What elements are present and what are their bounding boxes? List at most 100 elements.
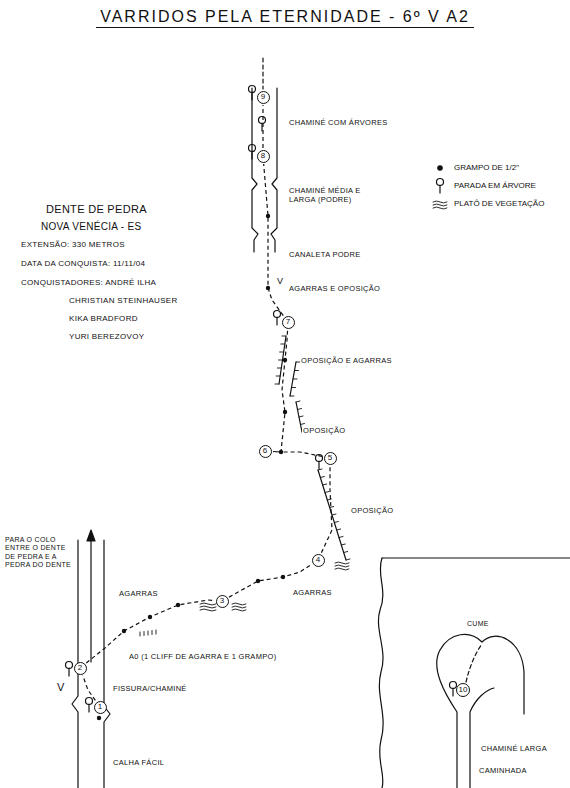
info-text: YURI BEREZOVOY [68,332,145,342]
drawing-stroke [337,529,341,530]
drawing-stroke [452,688,453,696]
pitch-note: CHAMINÉ MÉDIA E LARGA (PODRE) [288,186,368,204]
info-text: DATA DA CONQUISTA: 11/11/04 [20,259,146,269]
drawing-stroke [68,668,69,676]
route-exit [262,58,263,89]
bolt-dots [97,214,287,720]
legend-tree [437,179,444,194]
drawing-stroke [200,609,216,611]
info-heading: NOVA VENÉCIA - ES [40,221,143,233]
drawing-stroke [251,151,252,159]
pitch-note: FISSURA/CHAMINÉ [112,684,188,693]
drawing-stroke [299,416,303,417]
belay-number: 8 [257,150,270,163]
drawing-stroke [344,552,348,553]
drawing-stroke [327,499,331,500]
drawing-stroke [433,204,447,206]
drawing-stroke [335,562,349,564]
drawing-stroke [339,537,343,538]
grade-mark: V [276,276,284,287]
station-number: 1 [98,703,102,711]
station-number: 8 [261,152,265,160]
drawing-stroke [88,704,89,712]
approach-arrow [90,540,91,662]
drawing-stroke [251,92,252,100]
info-text: EXTENSÃO: 330 METROS [20,240,126,250]
drawing-stroke [232,606,246,608]
belay-number: 5 [324,452,337,465]
drawing-stroke [275,384,279,385]
drawing-stroke [276,376,280,377]
tree-anchors [66,86,457,713]
drawing-stroke [433,207,447,209]
station-number: 4 [316,556,320,564]
route-line [273,330,288,452]
inset-note: CHAMINÉ LARGA [480,744,548,753]
drawing-stroke [279,360,283,361]
legend-entry: PLATÔ DE VEGETAÇÃO [453,199,545,208]
pitch-note: AGARRAS E OPOSIÇÃO [288,284,381,293]
drawing-stroke [346,559,350,560]
drawing-stroke [97,716,101,720]
route-title: VARRIDOS PELA ETERNIDADE - 6º V A2 [96,8,474,28]
gully-wall [104,540,110,788]
drawing-stroke [176,603,180,607]
drawing-stroke [282,336,286,337]
legend-bolt [438,166,442,170]
drawing-stroke [296,401,300,402]
legend-entry: GRAMPO DE 1/2" [453,163,520,172]
drawing-stroke [332,514,336,515]
inset-border [378,558,383,788]
pitch-note: AGARRAS [118,589,159,598]
drawing-stroke [335,565,349,567]
drawing-stroke [330,507,334,508]
chimney-wall [252,88,258,252]
route-line [321,466,332,553]
legend-entry: PARADA EM ÁRVORE [453,181,537,190]
pitch-note: A0 (1 CLIFF DE AGARRA E 1 GRAMPO) [128,652,277,661]
drawing-stroke [292,387,296,388]
inset-route [466,644,482,682]
title-bar: VARRIDOS PELA ETERNIDADE - 6º V A2 [0,8,570,26]
drawing-stroke [200,603,216,605]
pitch-note: CANALETA PODRE [288,250,362,259]
pitch-note: CHAMINÉ COM ÁRVORES [288,118,389,127]
drawing-stroke [433,201,447,203]
belay-number: 4 [312,554,325,567]
hatch-ticks [140,336,350,636]
drawing-stroke [334,522,338,523]
belay-number: 6 [259,445,272,458]
drawing-stroke [156,630,157,634]
summit-label: CUME [466,620,490,628]
info-text: CONQUISTADORES: ANDRÉ ILHA [20,278,157,288]
pitch-note: CALHA FÁCIL [112,758,165,767]
drawing-stroke [280,352,284,353]
chimney-wall [271,88,277,252]
info-text: KIKA BRADFORD [68,314,139,324]
belay-number: 9 [257,91,270,104]
station-number: 10 [459,686,468,694]
drawing-stroke [152,631,153,635]
belay-number: 10 [456,683,470,697]
drawing-stroke [281,344,285,345]
route-line [262,105,263,148]
route-line [83,676,96,701]
info-heading: DENTE DE PEDRA [45,203,148,216]
drawing-stroke [341,544,345,545]
drawing-stroke [301,424,305,425]
belay-number: 3 [216,595,229,608]
drawing-stroke [277,368,281,369]
dome-outline [437,634,524,788]
drawing-stroke [318,461,319,469]
drawing-stroke [293,379,297,380]
pitch-note: AGARRAS [292,588,333,597]
belay-number: 2 [74,662,87,675]
drawing-stroke [140,632,141,636]
inset-border [382,557,570,558]
grade-mark: V [56,681,66,694]
station-number: 2 [78,664,82,672]
drawing-stroke [144,632,145,636]
station-number: 3 [220,597,224,605]
drawing-stroke [276,317,277,325]
